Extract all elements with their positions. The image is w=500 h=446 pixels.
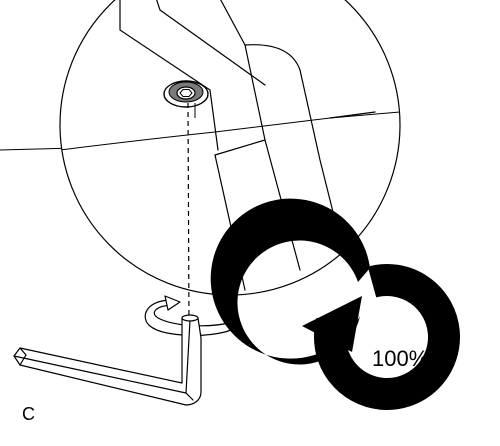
tighten-percent-label: 100% — [372, 346, 428, 371]
hex-key-icon — [13, 314, 202, 406]
guide-dashed-line — [187, 102, 190, 326]
full-tighten-arrow-icon — [210, 198, 460, 410]
part-label: C — [22, 404, 35, 424]
hex-socket-screw-icon — [163, 80, 209, 108]
